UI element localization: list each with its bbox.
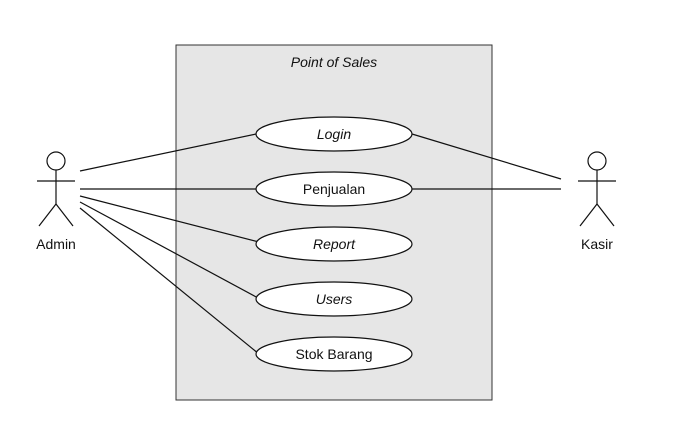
use-case-label: Penjualan	[303, 181, 365, 197]
use-case-label: Login	[317, 126, 351, 142]
actor-kasir-label: Kasir	[581, 236, 613, 252]
association-admin-report	[79, 195, 260, 243]
stick-figure-icon	[587, 151, 607, 171]
use-case-ellipse	[255, 171, 413, 207]
use-case-label: Stok Barang	[295, 346, 372, 362]
associations	[79, 133, 562, 355]
use-case-ellipse	[255, 281, 413, 317]
use-case-label: Users	[316, 291, 353, 307]
actor-left-leg	[38, 203, 57, 227]
use-case-login: Login	[255, 116, 413, 152]
actor-right-leg	[596, 203, 615, 227]
use-case-users: Users	[255, 281, 413, 317]
use-case-stok-barang: Stok Barang	[255, 336, 413, 372]
use-case-penjualan: Penjualan	[255, 171, 413, 207]
association-kasir-login	[411, 133, 562, 180]
actor-admin	[37, 151, 75, 227]
use-case-ellipse	[255, 336, 413, 372]
use-case-ellipse	[255, 226, 413, 262]
system-title: Point of Sales	[291, 54, 377, 70]
association-admin-login	[79, 133, 257, 172]
actor-kasir	[578, 151, 616, 227]
use-case-report: Report	[255, 226, 413, 262]
stick-figure-icon	[46, 151, 66, 171]
actor-right-leg	[55, 203, 74, 227]
actor-left-leg	[579, 203, 598, 227]
use-case-ellipse	[255, 116, 413, 152]
use-case-label: Report	[313, 236, 356, 252]
association-admin-stok-barang	[79, 207, 260, 355]
actor-admin-label: Admin	[36, 236, 76, 252]
association-admin-users	[79, 201, 261, 300]
